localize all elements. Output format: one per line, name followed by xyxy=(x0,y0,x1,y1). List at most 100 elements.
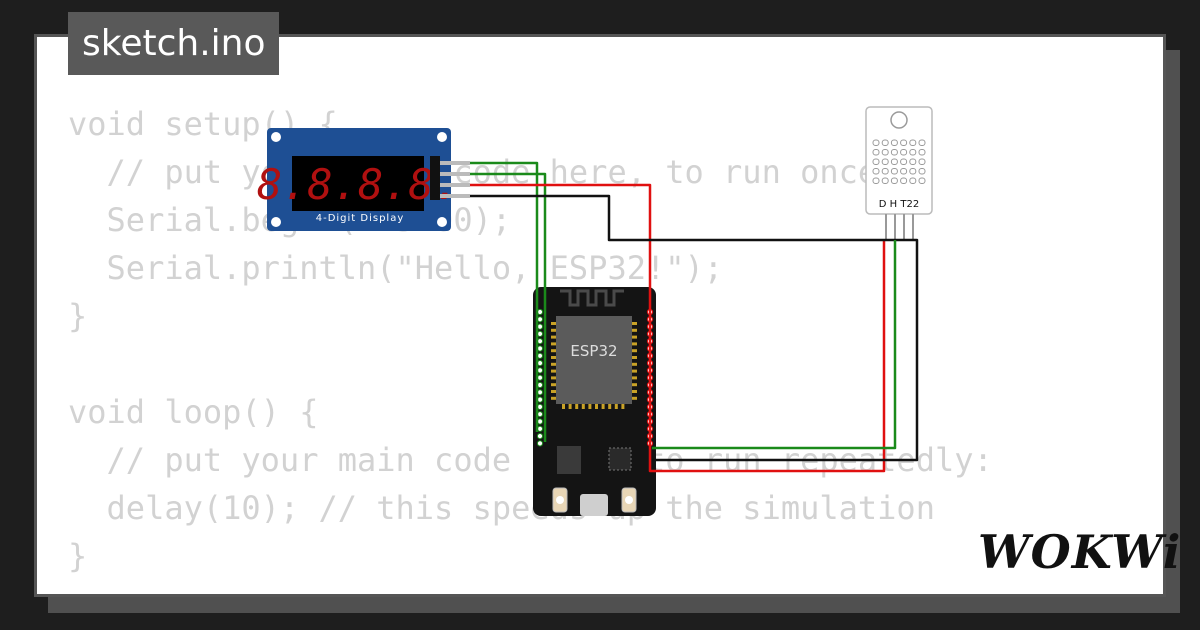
chip-pad xyxy=(588,404,592,409)
chip-label: ESP32 xyxy=(570,342,617,360)
wire-green-sensor xyxy=(652,240,897,450)
chip-pad xyxy=(551,390,556,393)
sensor-label: D H T22 xyxy=(879,199,919,210)
chip-pad xyxy=(621,404,625,409)
display-pin xyxy=(440,161,470,165)
chip-pad xyxy=(614,404,618,409)
display-pin xyxy=(440,194,470,198)
vent-slot xyxy=(909,168,917,175)
chip-pad xyxy=(551,383,556,387)
dht22-sensor[interactable]: D H T22 xyxy=(865,106,933,240)
filename-tab: sketch.ino xyxy=(68,12,280,75)
mount-hole xyxy=(271,132,281,142)
chip-pad xyxy=(632,328,637,332)
chip-pad xyxy=(562,404,565,409)
chip-pad xyxy=(601,404,605,409)
mount-hole xyxy=(271,217,281,227)
vent-slot xyxy=(909,149,917,156)
chip-pad xyxy=(632,349,637,353)
vent-slot xyxy=(909,139,917,146)
vent-slot xyxy=(918,149,926,156)
chip-pad xyxy=(551,396,556,400)
usb-chip xyxy=(608,447,632,471)
chip-pad xyxy=(551,322,556,325)
mount-hole xyxy=(437,217,447,227)
vent-slot xyxy=(890,177,898,184)
wire-green-display xyxy=(470,172,547,442)
vent-slot xyxy=(900,158,908,165)
chip-pad xyxy=(632,396,637,400)
code-line: Serial.println("Hello, ESP32!"); xyxy=(68,249,724,287)
chip-pad xyxy=(632,390,637,393)
code-line: } xyxy=(68,537,88,575)
reset-button-cap xyxy=(625,496,633,504)
chip-pad xyxy=(632,383,637,387)
vent-slot xyxy=(872,168,880,175)
code-line: } xyxy=(68,297,88,335)
chip-pad xyxy=(632,335,637,339)
vent-slot xyxy=(881,177,889,184)
vent-slot xyxy=(890,139,898,146)
vent-slot xyxy=(900,177,908,184)
wire-green-display xyxy=(470,161,539,432)
header-pin xyxy=(536,433,544,440)
chip-pad xyxy=(568,404,572,409)
vent-slot xyxy=(890,168,898,175)
esp32-chip xyxy=(556,316,632,404)
chip-pad xyxy=(608,404,612,409)
sensor-body xyxy=(865,106,933,215)
chip-pad xyxy=(551,342,556,346)
chip-pad xyxy=(632,376,637,380)
chip-pad xyxy=(632,356,637,359)
wire-red xyxy=(470,183,886,473)
vent-slot xyxy=(900,168,908,175)
vent-slot xyxy=(900,139,908,146)
chip-pad xyxy=(551,369,556,373)
four-digit-display[interactable]: 8.8.8.8. 4-Digit Display xyxy=(257,128,470,231)
wokwi-logo: WOKWi xyxy=(978,525,1182,579)
vent-slot xyxy=(890,149,898,156)
chip-pad xyxy=(551,376,556,380)
display-pin xyxy=(440,172,470,176)
usb-port xyxy=(580,494,608,516)
chip-pad xyxy=(551,356,556,359)
vent-slot xyxy=(918,139,926,146)
voltage-regulator xyxy=(557,446,581,474)
chip-pad xyxy=(595,404,598,409)
chip-pad xyxy=(551,328,556,332)
code-line: void loop() { xyxy=(68,393,319,431)
boot-button-cap xyxy=(556,496,564,504)
vent-slot xyxy=(881,149,889,156)
vent-slot xyxy=(909,177,917,184)
segment-digits: 8.8.8.8. xyxy=(257,160,459,209)
display-pin xyxy=(440,183,470,187)
vent-slot xyxy=(872,139,880,146)
vent-slot xyxy=(900,149,908,156)
sensor-hole xyxy=(890,111,908,129)
chip-pad xyxy=(581,404,585,409)
chip-pad xyxy=(632,322,637,325)
vent-slot xyxy=(872,158,880,165)
vent-slot xyxy=(881,139,889,146)
chip-pad xyxy=(551,349,556,353)
display-header xyxy=(430,156,440,200)
chip-pad xyxy=(632,369,637,373)
vent-slot xyxy=(872,177,880,184)
chip-pad xyxy=(551,362,556,366)
chip-pad xyxy=(632,342,637,346)
esp32-board[interactable]: ESP32 xyxy=(533,287,656,516)
chip-pins xyxy=(551,322,637,409)
vent-slot xyxy=(890,158,898,165)
chip-pad xyxy=(551,335,556,339)
code-line: void setup() { xyxy=(68,105,338,143)
mount-hole xyxy=(437,132,447,142)
vent-slot xyxy=(909,158,917,165)
wires xyxy=(470,161,919,473)
vent-slot xyxy=(881,168,889,175)
vent-slot xyxy=(918,168,926,175)
chip-pad xyxy=(632,362,637,366)
antenna-trace xyxy=(560,289,624,307)
vent-slot xyxy=(918,158,926,165)
display-label: 4-Digit Display xyxy=(316,213,405,224)
